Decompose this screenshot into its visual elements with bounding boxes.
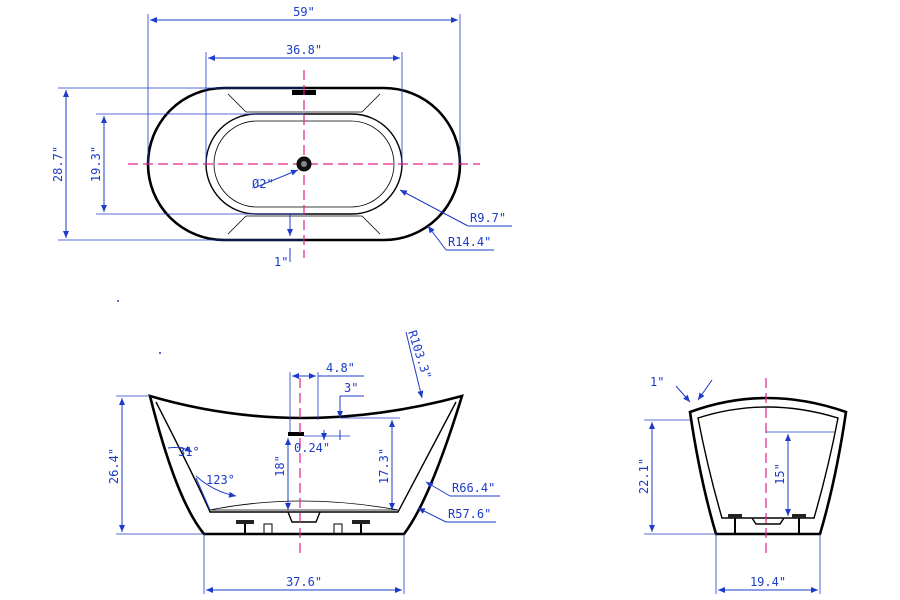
side-drain-pot <box>287 511 321 523</box>
outer-radius-leader <box>427 225 447 251</box>
top-view: 59" 36.8" 28.7" 19.3" Ø2" R9.7" R14.4" 1… <box>51 5 512 269</box>
top-backrest-lower <box>227 215 381 235</box>
arc-radius-leader <box>405 331 424 399</box>
side-base-length-label: 37.6" <box>286 575 322 589</box>
inner-angle-leg <box>195 477 211 511</box>
side-wall-angle-label: 31° <box>178 445 200 459</box>
inner-angle-arc <box>195 475 237 498</box>
inner-radius-leader <box>399 189 469 227</box>
top-inner-length-label: 36.8" <box>286 43 322 57</box>
end-inner-depth-label: 15" <box>773 463 787 485</box>
end-outer-shell <box>688 396 848 536</box>
inner-radius-leader <box>425 481 451 497</box>
top-overall-length-label: 59" <box>293 5 315 19</box>
top-outer-radius-label: R14.4" <box>448 235 491 249</box>
side-inner-radius-label: R66.4" <box>452 481 495 495</box>
end-feet <box>728 514 806 534</box>
stray-speck <box>159 352 161 354</box>
end-base-width-label: 19.4" <box>750 575 786 589</box>
side-inner-angle-label: 123° <box>206 473 235 487</box>
top-inner-radius-label: R9.7" <box>470 211 506 225</box>
top-backrest-upper <box>227 93 381 113</box>
stray-speck <box>117 300 119 302</box>
side-overall-height-label: 26.4" <box>107 448 121 484</box>
top-drain-diameter-label: Ø2" <box>252 177 274 191</box>
side-overflow <box>288 432 304 436</box>
wall-angle-arc <box>167 445 193 453</box>
side-floor-curve <box>209 500 399 511</box>
top-overall-width-label: 28.7" <box>51 146 65 182</box>
top-rim-offset-label: 1" <box>274 255 288 269</box>
end-overall-height-label: 22.1" <box>637 458 651 494</box>
side-overflow-dia-label: 0.24" <box>294 441 330 455</box>
top-inner-width-label: 19.3" <box>89 146 103 182</box>
side-overflow-offset-label: 4.8" <box>326 361 355 375</box>
end-inner-shell <box>697 406 839 519</box>
side-arc-radius-label: R103.3" <box>405 329 434 381</box>
side-outer-radius-label: R57.6" <box>448 507 491 521</box>
side-view: 4.8" 3" R103.3" 26.4" 31° 123° 18" 0.24"… <box>107 329 500 594</box>
side-overflow-height-label: 3" <box>344 381 358 395</box>
side-feet <box>236 520 370 535</box>
rim-thickness-arrow-a <box>675 385 691 403</box>
end-rim-thickness-label: 1" <box>650 375 664 389</box>
rim-thickness-arrow-b <box>697 379 713 401</box>
end-view: 1" 22.1" 15" 19.4" <box>637 375 848 594</box>
side-drain-height-label: 18" <box>273 455 287 477</box>
side-water-depth-label: 17.3" <box>377 448 391 484</box>
drain-center <box>301 161 307 167</box>
side-outer-shell <box>148 394 464 536</box>
drain-leader <box>253 169 299 189</box>
outer-radius-leader <box>417 507 447 523</box>
